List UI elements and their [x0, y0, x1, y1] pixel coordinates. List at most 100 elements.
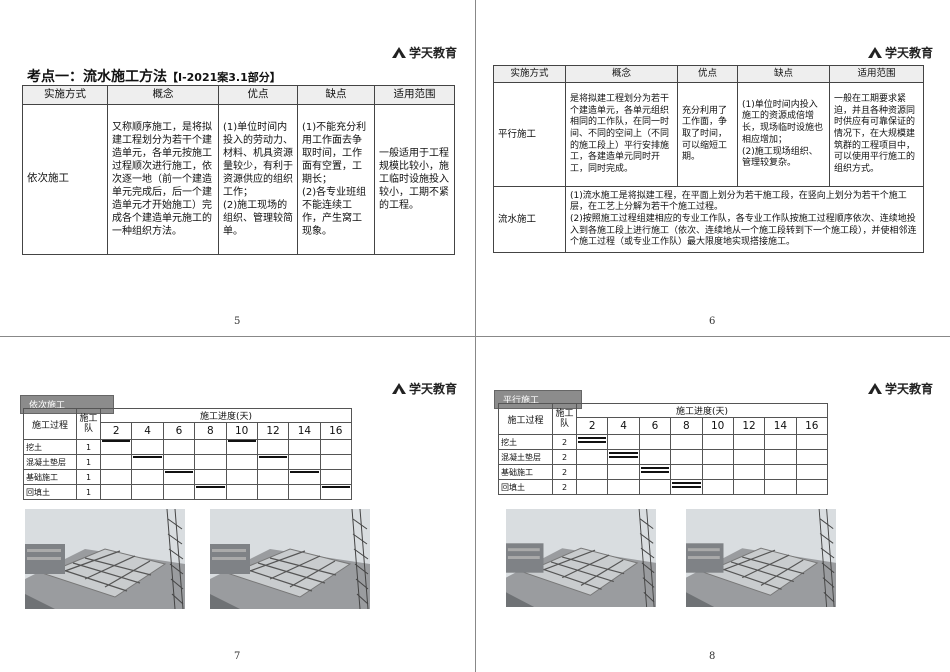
head-progress: 施工进度(天) [100, 408, 352, 423]
bar-cell [575, 449, 609, 465]
schedule-bar [290, 471, 319, 473]
bar-cell [732, 449, 766, 465]
table-header-row: 实施方式 概念 优点 缺点 适用范围 [22, 85, 455, 105]
brand-logo-text: 学天教育 [409, 382, 458, 396]
process-name: 回填土 [498, 479, 553, 495]
bar-cell [288, 484, 321, 500]
bar-cell [319, 439, 353, 455]
schedule-bar [102, 440, 131, 442]
bar-cell [162, 469, 196, 485]
page-title: 考点一：流水施工方法【Ⅰ-2021案3.1部分】 [27, 66, 281, 86]
construction-site-image [25, 509, 185, 609]
bar-cell [575, 479, 609, 495]
day-label: 2 [575, 417, 609, 435]
head-team: 施工队 [76, 408, 101, 440]
schedule-bar [609, 452, 638, 454]
team-count: 2 [552, 434, 577, 450]
table-row: 基础施工 2 [498, 464, 829, 480]
cell-advantages: 充分利用了工作面，争取了时间，可以缩短工期。 [677, 82, 738, 188]
schedule-chart: 施工过程 施工队 施工进度(天) 2 4 6 8 10 12 14 16 挖土 … [498, 403, 829, 495]
header-advantages: 优点 [677, 64, 738, 84]
bar-cell [319, 484, 353, 500]
brand-logo: 学天教育 [868, 44, 933, 61]
bar-cell [131, 469, 164, 485]
day-label: 12 [732, 417, 766, 435]
bar-cell [99, 484, 133, 500]
bar-cell [131, 484, 164, 500]
brand-logo-icon [868, 383, 882, 394]
cell-disadvantages: (1)不能充分利用工作面去争取时间，工作面有空置，工期长； (2)各专业班组不能… [297, 103, 375, 255]
brand-logo-icon [392, 47, 406, 58]
table-row: 流水施工 (1)流水施工是将拟建工程，在平面上划分为若干施工段，在竖向上划分为若… [493, 186, 924, 254]
process-name: 基础施工 [498, 464, 553, 480]
page-number: 6 [709, 316, 716, 327]
process-name: 挖土 [498, 434, 553, 450]
bar-cell [732, 464, 766, 480]
bar-cell [795, 464, 829, 480]
day-label: 12 [256, 422, 290, 440]
bar-cell [162, 454, 196, 470]
day-label: 6 [162, 422, 196, 440]
construction-site-illustration [210, 509, 370, 609]
bar-cell [256, 484, 290, 500]
bar-cell [795, 434, 829, 450]
construction-site-image [506, 509, 656, 607]
brand-logo-text: 学天教育 [409, 46, 458, 60]
process-name: 回填土 [23, 484, 77, 500]
day-label: 14 [288, 422, 321, 440]
team-count: 1 [76, 454, 101, 470]
schedule-bar [672, 482, 701, 484]
brand-logo-text: 学天教育 [885, 382, 934, 396]
bar-cell [670, 479, 703, 495]
schedule-bar [640, 467, 670, 469]
day-label: 16 [795, 417, 829, 435]
bar-cell [225, 469, 258, 485]
table-row: 挖土 2 [498, 434, 829, 450]
brand-logo: 学天教育 [392, 44, 457, 61]
cell-method: 依次施工 [22, 103, 108, 255]
bar-cell [256, 454, 290, 470]
table-row: 挖土 1 [23, 439, 353, 455]
title-text: 考点一：流水施工方法 [27, 69, 167, 85]
bar-cell [256, 469, 290, 485]
schedule-bar [321, 486, 350, 488]
bar-cell [575, 434, 609, 450]
bar-cell [194, 484, 227, 500]
cell-advantages: (1)单位时间内投入的劳动力、材料、机具资源量较少，有利于资源供应的组织工作； … [218, 103, 298, 255]
bar-cell [194, 469, 227, 485]
cell-method: 平行施工 [493, 82, 566, 188]
day-label: 10 [225, 422, 258, 440]
process-name: 混凝土垫层 [498, 449, 553, 465]
schedule-chart: 施工过程 施工队 施工进度(天) 2 4 6 8 10 12 14 16 挖土 … [23, 408, 353, 500]
bar-cell [764, 449, 797, 465]
day-label: 16 [319, 422, 353, 440]
header-scope: 适用范围 [374, 85, 455, 105]
bar-cell [225, 454, 258, 470]
bar-cell [764, 479, 797, 495]
slide-page-5: 学天教育 考点一：流水施工方法【Ⅰ-2021案3.1部分】 实施方式 概念 优点… [0, 0, 475, 336]
header-advantages: 优点 [218, 85, 298, 105]
day-label: 6 [638, 417, 672, 435]
table-row: 依次施工 又称顺序施工，是将拟建工程划分为若干个建造单元，各单元按施工过程顺次进… [22, 103, 455, 255]
construction-site-illustration [686, 509, 836, 607]
cell-concept: (1)流水施工是将拟建工程，在平面上划分为若干施工段，在竖向上划分为若干个施工层… [565, 186, 924, 254]
bar-cell [99, 439, 133, 455]
day-label: 2 [99, 422, 133, 440]
cell-method: 流水施工 [493, 186, 566, 254]
day-label: 8 [194, 422, 227, 440]
bar-cell [638, 434, 672, 450]
cell-scope: 一般在工期要求紧迫，并且各种资源同时供应有可靠保证的情况下，在大规模建筑群的工程… [829, 82, 924, 188]
bar-cell [575, 464, 609, 480]
bar-cell [732, 434, 766, 450]
construction-site-illustration [506, 509, 656, 607]
brand-logo: 学天教育 [868, 380, 933, 397]
schedule-bar [196, 486, 225, 488]
bar-cell [607, 464, 640, 480]
day-label: 10 [701, 417, 734, 435]
team-count: 2 [552, 464, 577, 480]
day-label: 4 [131, 422, 164, 440]
table-row: 混凝土垫层 2 [498, 449, 829, 465]
bar-cell [670, 434, 703, 450]
cell-concept: 是将拟建工程划分为若干个建造单元，各单元组织相同的工作队，在同一时间、不同的空间… [565, 82, 678, 188]
brand-logo-text: 学天教育 [885, 46, 934, 60]
